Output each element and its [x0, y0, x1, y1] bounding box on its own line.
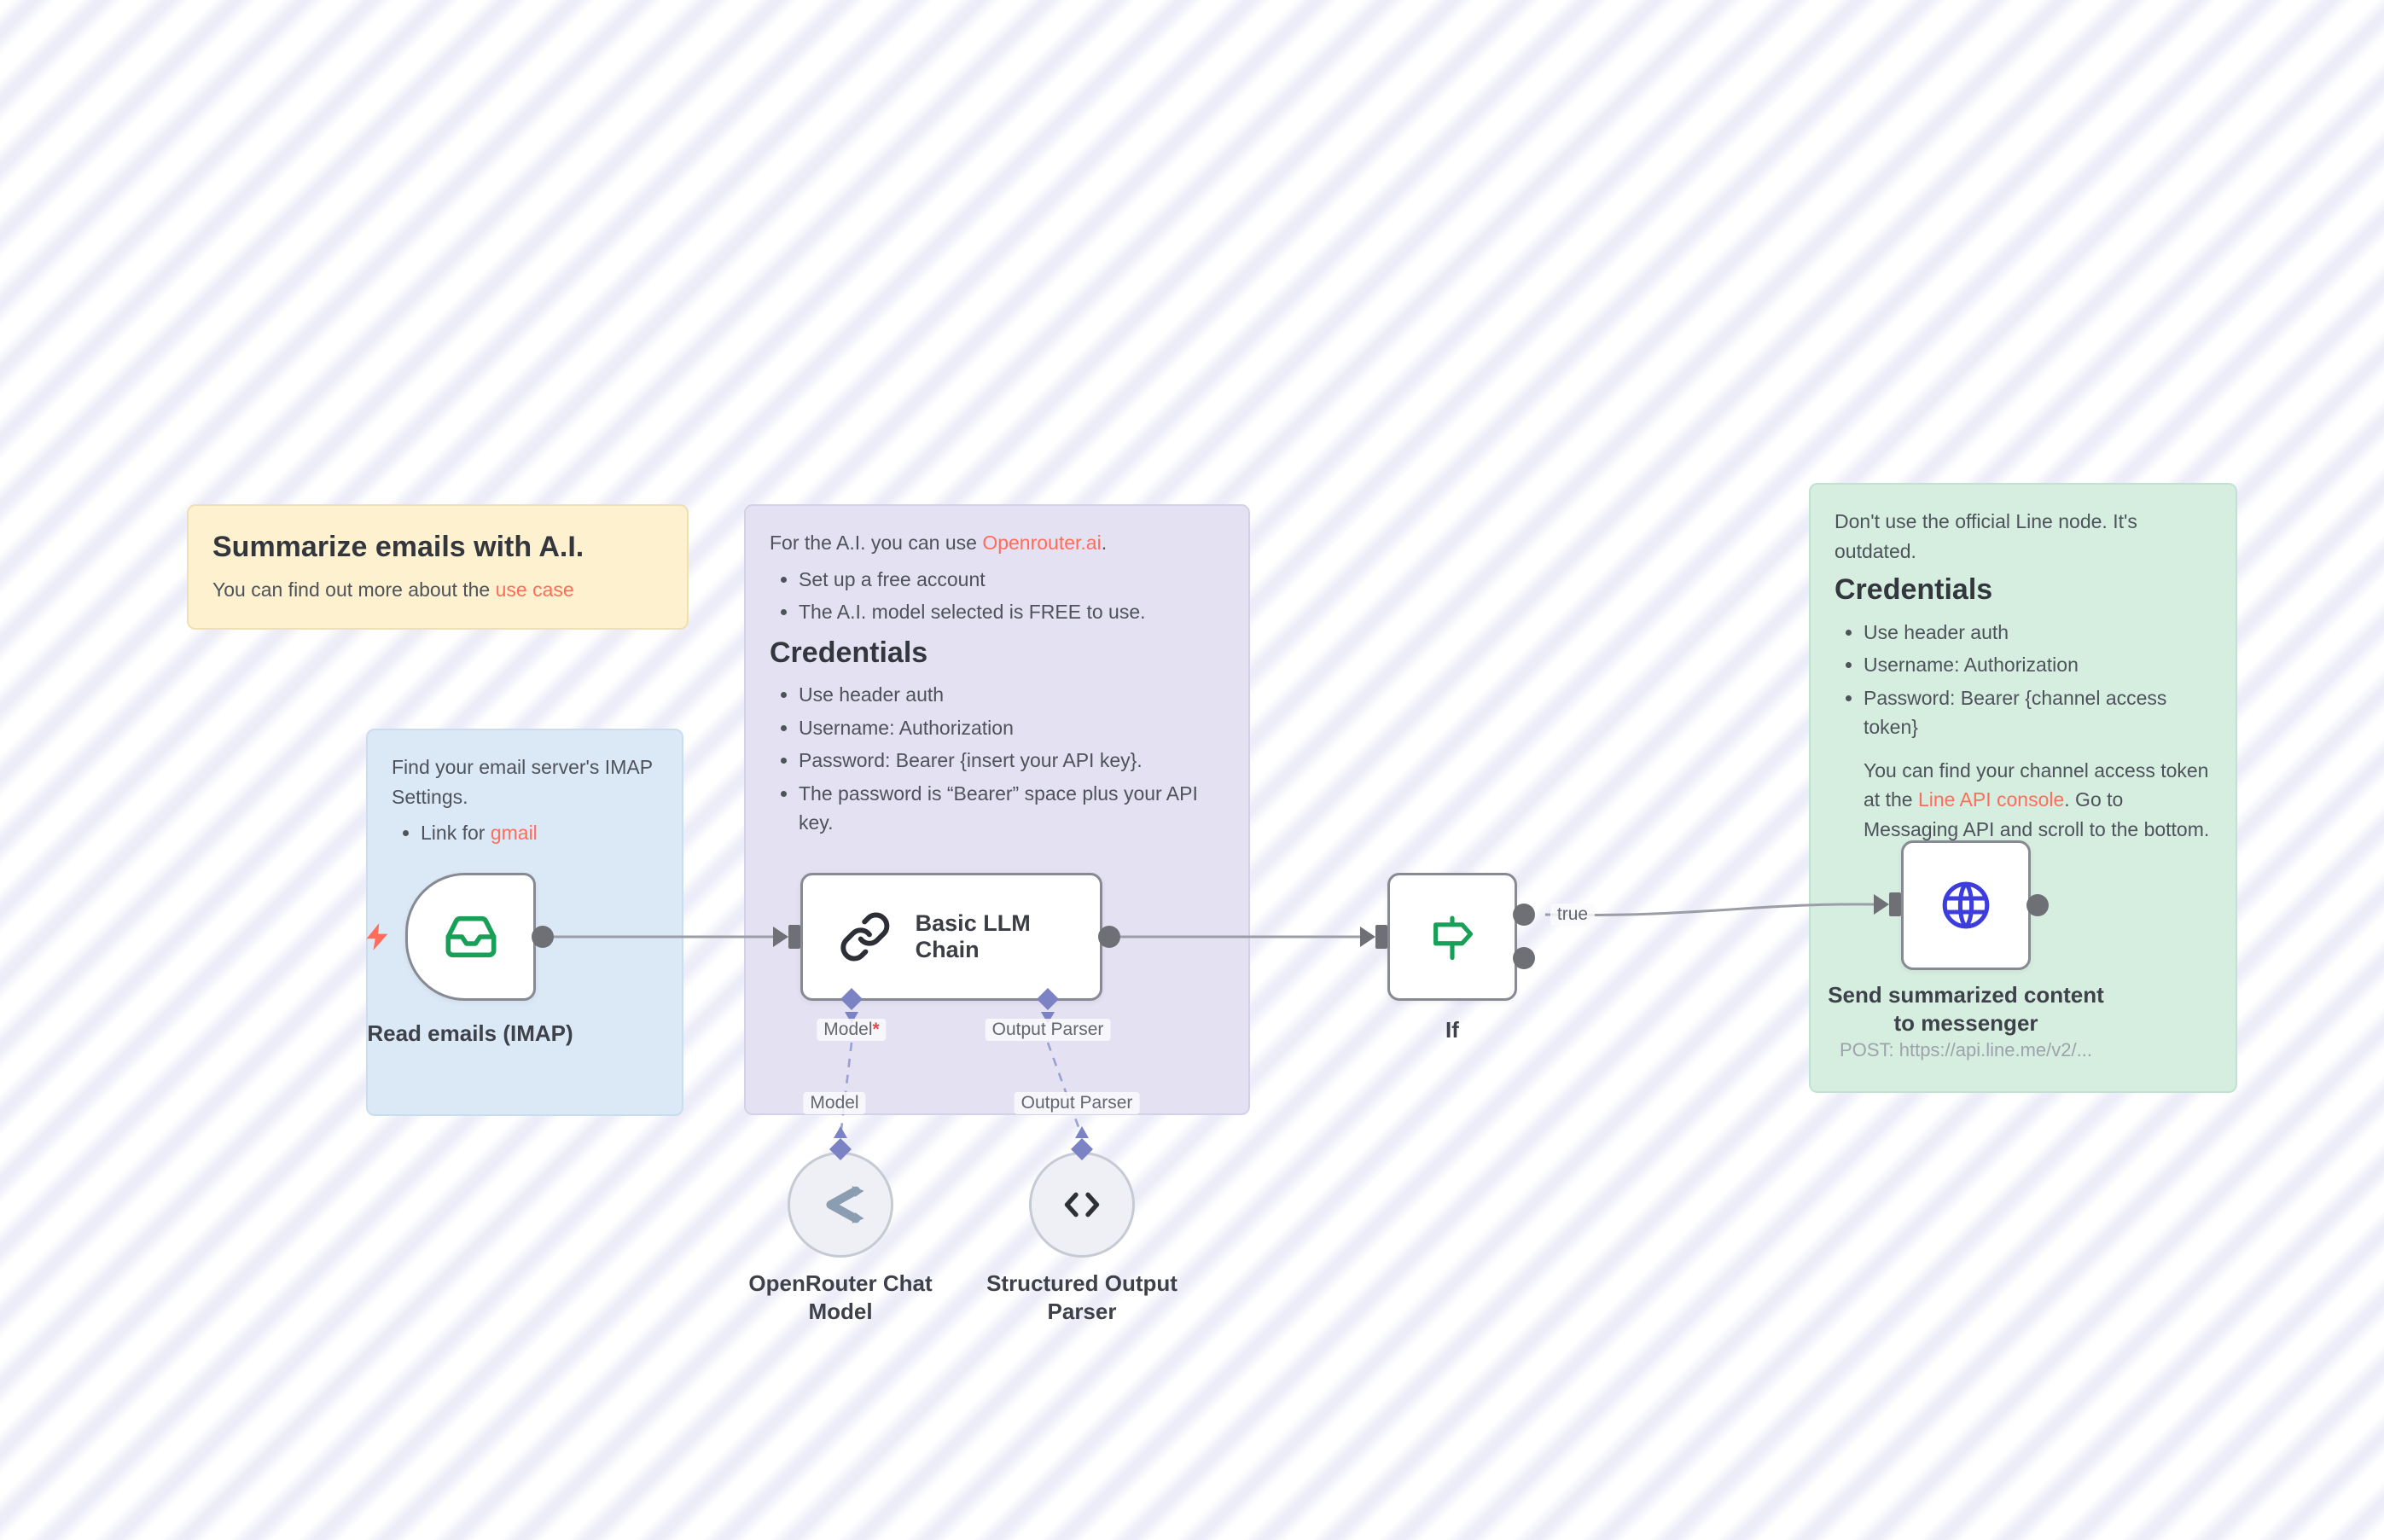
sticky-title: Summarize emails with A.I. [212, 531, 584, 563]
list-item: Set up a free account [799, 565, 1224, 595]
openrouter-icon [826, 1186, 864, 1223]
list-item: Username: Authorization [1864, 650, 2212, 680]
sticky-text: You can find out more about the [212, 578, 496, 601]
node-label-if: If [1445, 1017, 1459, 1043]
sticky-body: For the A.I. you can use Openrouter.ai. [770, 528, 1224, 558]
chain-link-icon [840, 912, 890, 962]
port-label-model-required: Model* [817, 1019, 887, 1041]
inbox-icon [445, 915, 496, 958]
sticky-text: . Go to Messaging API and scroll to the … [1864, 788, 2210, 840]
port-label-model: Model [803, 1092, 866, 1114]
list-item: Username: Authorization [799, 713, 1224, 743]
sticky-text: Link for [421, 822, 491, 844]
node-openrouter-chat-model[interactable] [788, 1152, 893, 1258]
node-read-emails-imap[interactable] [405, 873, 536, 1001]
node-label-http: Send summarized content to messenger [1828, 982, 2104, 1037]
node-label-llm-chain: Basic LLM Chain [915, 910, 1031, 962]
sticky-list: Set up a free account The A.I. model sel… [770, 565, 1224, 627]
sticky-note-summarize[interactable]: Summarize emails with A.I. You can find … [187, 504, 689, 630]
list-item: Use header auth [1864, 618, 2212, 648]
list-item: The A.I. model selected is FREE to use. [799, 597, 1224, 627]
list-item: Link for gmail [421, 818, 658, 848]
line-api-console-link[interactable]: Line API console [1917, 788, 2065, 811]
node-label-openrouter: OpenRouter Chat Model [748, 1270, 933, 1325]
sticky-text: For the A.I. you can use [770, 532, 983, 554]
parser-port-arrow [1075, 1126, 1089, 1138]
port-label-output-parser-lower: Output Parser [1014, 1092, 1140, 1114]
signpost-icon [1433, 915, 1474, 961]
list-item: The password is “Bearer” space plus your… [799, 779, 1224, 838]
required-asterisk: * [872, 1020, 880, 1039]
sticky-list: Use header auth Username: Authorization … [1835, 618, 2212, 742]
node-structured-output-parser[interactable] [1029, 1152, 1135, 1258]
node-label-parser: Structured Output Parser [986, 1270, 1177, 1325]
sticky-note-openrouter[interactable]: For the A.I. you can use Openrouter.ai. … [744, 504, 1250, 1115]
list-item: Use header auth [799, 680, 1224, 710]
node-basic-llm-chain[interactable]: Basic LLM Chain [800, 873, 1102, 1001]
sticky-text: . [1101, 532, 1108, 554]
list-item: Password: Bearer {insert your API key}. [799, 746, 1224, 776]
trigger-bolt-icon [366, 923, 388, 950]
sticky-text: You can find your channel access token a… [1864, 758, 2209, 811]
openrouter-port-arrow [834, 1126, 847, 1138]
node-if[interactable] [1387, 873, 1517, 1001]
code-brackets-icon [1064, 1192, 1100, 1217]
sticky-body: You can find your channel access token a… [1864, 756, 2212, 845]
branch-label-true: true [1550, 904, 1596, 926]
sticky-body: You can find out more about the use case [212, 575, 663, 605]
port-label-output-parser: Output Parser [985, 1019, 1111, 1041]
node-label-read-emails: Read emails (IMAP) [367, 1020, 573, 1046]
node-http-request[interactable] [1901, 840, 2031, 970]
openrouter-link[interactable]: Openrouter.ai [982, 532, 1102, 554]
sticky-body: Don't use the official Line node. It's o… [1835, 510, 2137, 562]
sticky-list: Link for gmail [392, 818, 658, 848]
credentials-heading: Credentials [1835, 573, 1993, 606]
globe-icon [1942, 881, 1990, 929]
credentials-heading: Credentials [770, 636, 928, 669]
gmail-link[interactable]: gmail [490, 822, 538, 844]
port-label-text: Model [823, 1020, 873, 1039]
list-item: Password: Bearer {channel access token} [1864, 683, 2212, 742]
use-case-link[interactable]: use case [495, 578, 574, 601]
input-arrow-if [1360, 927, 1375, 947]
sticky-note-line[interactable]: Don't use the official Line node. It's o… [1809, 483, 2237, 1093]
sticky-list: Use header auth Username: Authorization … [770, 680, 1224, 838]
node-subtitle-http: POST: https://api.line.me/v2/... [1840, 1039, 2092, 1061]
sticky-body: Find your email server's IMAP Settings. [392, 756, 653, 808]
input-port-if[interactable] [1375, 925, 1387, 949]
